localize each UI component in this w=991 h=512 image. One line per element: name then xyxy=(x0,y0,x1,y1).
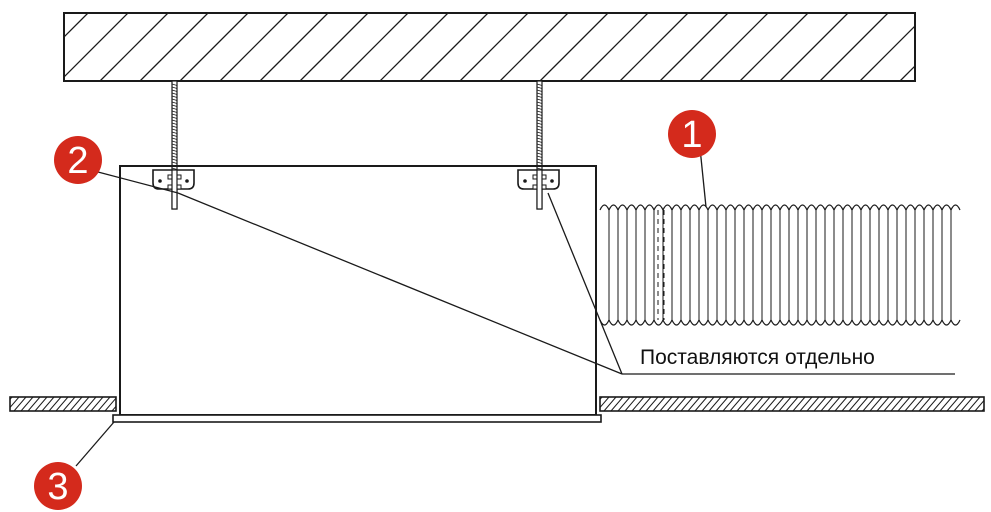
callout-3-label: 3 xyxy=(47,466,68,508)
leader-callout-1 xyxy=(699,147,707,208)
hanger-bracket-left xyxy=(152,169,195,210)
diffuser-face-frame xyxy=(112,414,602,423)
callout-1-label: 1 xyxy=(681,114,702,156)
ceiling-panel-right xyxy=(599,396,985,412)
plenum-box xyxy=(119,165,597,416)
flexible-duct xyxy=(599,204,961,326)
leader-lines xyxy=(75,147,955,467)
leader-callout-3 xyxy=(75,421,115,467)
hanger-bracket-right xyxy=(517,169,560,210)
leader-callout-2 xyxy=(97,171,179,194)
leader-callout-2-a xyxy=(177,192,623,375)
ceiling-panel-left xyxy=(9,396,117,412)
concrete-slab xyxy=(63,12,916,82)
callout-1: 1 xyxy=(668,110,716,158)
supplied-separately-note: Поставляются отдельно xyxy=(640,346,875,369)
leader-callout-2-b xyxy=(547,192,623,375)
callout-2-label: 2 xyxy=(67,140,88,182)
callout-2: 2 xyxy=(54,136,102,184)
callout-3: 3 xyxy=(34,462,82,510)
